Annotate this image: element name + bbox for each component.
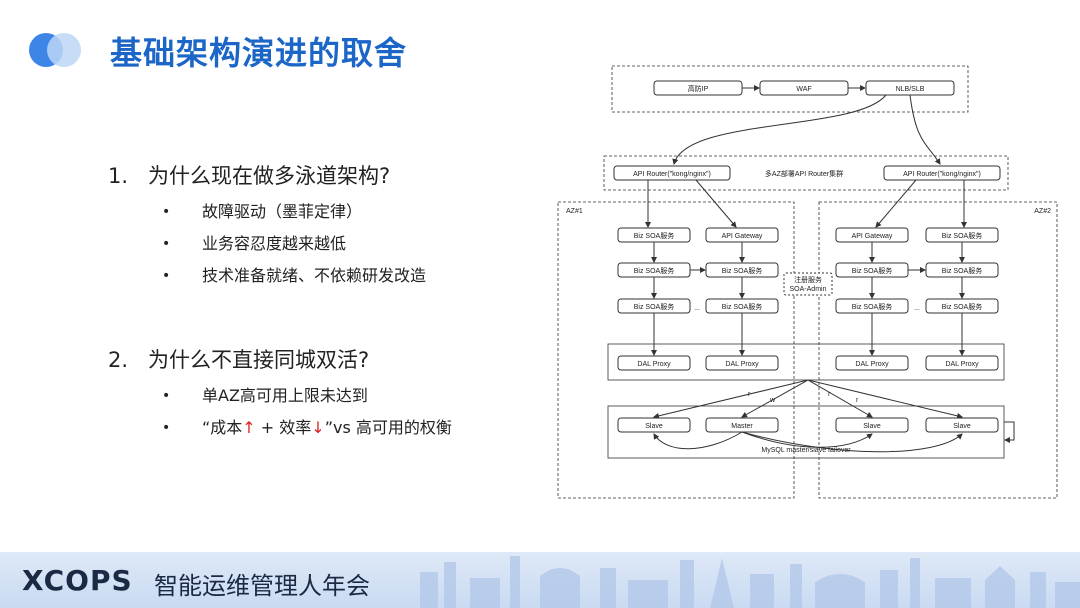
az2-zone [818,201,1058,499]
list-item: •故障驱动（墨菲定律） [162,196,426,228]
svg-text:Biz SOA服务: Biz SOA服务 [942,266,982,275]
question-2-bullets: •单AZ高可用上限未达到 •“成本↑ + 效率↓”vs 高可用的权衡 [162,380,452,444]
az2-dal-proxy-1: DAL Proxy [835,355,909,371]
az2-biz-service-4: Biz SOA服务 [835,298,909,314]
bullet-icon: • [162,204,171,220]
svg-text:Biz SOA服务: Biz SOA服务 [634,231,674,240]
up-arrow-icon: ↑ [242,418,256,437]
svg-text:高防IP: 高防IP [688,84,709,93]
city-skyline-icon [420,556,1080,608]
az1-biz-service-1: Biz SOA服务 [617,227,691,243]
list-item: •单AZ高可用上限未达到 [162,380,452,412]
az2-api-gateway: API Gateway [835,227,909,243]
read-label: r [828,391,831,398]
az1-biz-service-4: Biz SOA服务 [617,298,691,314]
edge-group [611,65,969,113]
svg-text:API Gateway: API Gateway [852,233,893,240]
edge-node-waf: WAF [759,80,849,96]
db-slave-1: Slave [617,417,691,433]
svg-text:DAL Proxy: DAL Proxy [637,361,671,368]
architecture-diagram: 高防IP WAF NLB/SLB API Router("kong/nginx"… [557,65,1058,499]
svg-text:SOA-Admin: SOA-Admin [790,286,827,293]
router-group [603,155,1009,191]
router-right: API Router("kong/nginx") [883,165,1001,181]
svg-text:Biz SOA服务: Biz SOA服务 [852,266,892,275]
ellipsis: ... [694,305,700,312]
az1-dal-proxy-1: DAL Proxy [617,355,691,371]
edge-node-nlb: NLB/SLB [865,80,955,96]
svg-text:Biz SOA服务: Biz SOA服务 [722,266,762,275]
list-item: •业务容忍度越来越低 [162,228,426,260]
svg-text:Biz SOA服务: Biz SOA服务 [852,302,892,311]
question-1-number: 1. [108,164,129,188]
az1-biz-service-3: Biz SOA服务 [705,262,779,278]
svg-text:Slave: Slave [863,423,881,430]
down-arrow-icon: ↓ [311,418,325,437]
svg-text:Slave: Slave [953,423,971,430]
registry-service: 注册服务 SOA-Admin [783,272,833,296]
bullet-icon: • [162,268,171,284]
svg-text:Biz SOA服务: Biz SOA服务 [634,266,674,275]
question-2: 2. 为什么不直接同城双活? [108,344,369,374]
edge-node-ip: 高防IP [653,80,743,96]
router-cluster-label: 多AZ部署API Router集群 [765,169,843,178]
svg-text:注册服务: 注册服务 [794,275,822,284]
db-slave-2: Slave [835,417,909,433]
brand-logo: XCOPS [22,564,133,597]
footer-banner: XCOPS 智能运维管理人年会 [0,552,1080,608]
svg-text:API Router("kong/nginx"): API Router("kong/nginx") [903,171,981,178]
az2-label: AZ#2 [1034,208,1051,215]
svg-text:DAL Proxy: DAL Proxy [945,361,979,368]
question-1-text: 为什么现在做多泳道架构? [148,164,391,188]
db-slave-3: Slave [925,417,999,433]
question-2-number: 2. [108,348,129,372]
logo-circles-icon [29,33,81,67]
write-label: w [769,397,776,404]
list-item: •技术准备就绪、不依赖研发改造 [162,260,426,292]
svg-text:Biz SOA服务: Biz SOA服务 [634,302,674,311]
az1-label: AZ#1 [566,208,583,215]
az2-biz-service-2: Biz SOA服务 [835,262,909,278]
az1-dal-proxy-2: DAL Proxy [705,355,779,371]
page-title: 基础架构演进的取舍 [110,34,408,72]
svg-text:API Router("kong/nginx"): API Router("kong/nginx") [633,171,711,178]
svg-text:API Gateway: API Gateway [722,233,763,240]
svg-text:Slave: Slave [645,423,663,430]
router-left: API Router("kong/nginx") [613,165,731,181]
az2-biz-service-3: Biz SOA服务 [925,262,999,278]
svg-text:DAL Proxy: DAL Proxy [725,361,759,368]
bullet-icon: • [162,388,171,404]
az1-zone [557,201,795,499]
brand-subtitle: 智能运维管理人年会 [154,572,370,600]
question-1: 1. 为什么现在做多泳道架构? [108,160,390,190]
az1-api-gateway: API Gateway [705,227,779,243]
ellipsis: ... [914,305,920,312]
svg-text:Biz SOA服务: Biz SOA服务 [942,302,982,311]
db-master: Master [705,417,779,433]
az2-biz-service-1: Biz SOA服务 [925,227,999,243]
read-label: r [856,397,859,404]
svg-text:WAF: WAF [796,86,811,93]
read-label: r [748,391,751,398]
svg-text:Biz SOA服务: Biz SOA服务 [942,231,982,240]
az1-biz-service-5: Biz SOA服务 [705,298,779,314]
db-group [607,405,1005,459]
bullet-icon: • [162,236,171,252]
az1-biz-service-2: Biz SOA服务 [617,262,691,278]
list-item: •“成本↑ + 效率↓”vs 高可用的权衡 [162,412,452,444]
svg-text:Biz SOA服务: Biz SOA服务 [722,302,762,311]
svg-text:NLB/SLB: NLB/SLB [896,86,925,93]
question-2-text: 为什么不直接同城双活? [148,348,370,372]
svg-text:DAL Proxy: DAL Proxy [855,361,889,368]
az2-dal-proxy-2: DAL Proxy [925,355,999,371]
bullet-icon: • [162,420,171,436]
failover-label: MySQL master/slave failover [761,447,851,454]
svg-text:Master: Master [731,423,753,430]
az2-biz-service-5: Biz SOA服务 [925,298,999,314]
question-1-bullets: •故障驱动（墨菲定律） •业务容忍度越来越低 •技术准备就绪、不依赖研发改造 [162,196,426,292]
